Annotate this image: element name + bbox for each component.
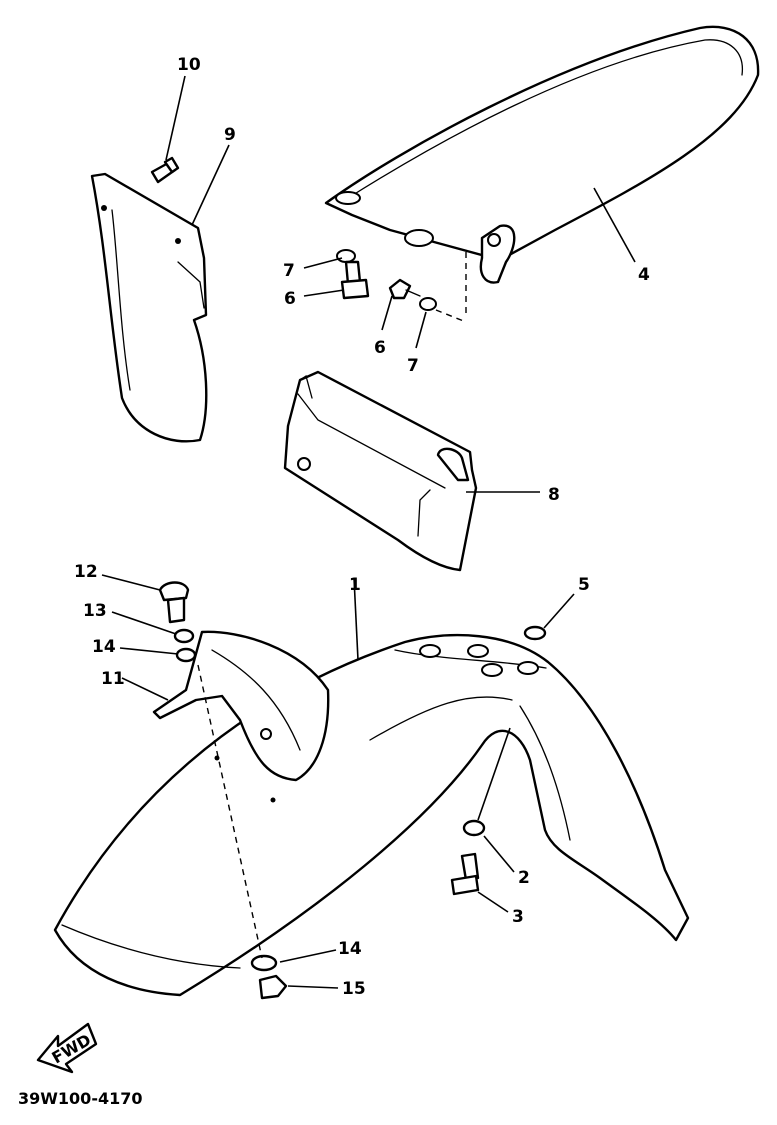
grommet-bolt bbox=[450, 819, 486, 896]
callout-12: 12 bbox=[74, 562, 98, 582]
front-fender bbox=[53, 633, 690, 997]
callout-10: 10 bbox=[177, 55, 201, 75]
mud-flap bbox=[283, 370, 478, 572]
callout-8: 8 bbox=[548, 485, 560, 505]
leader-lines bbox=[101, 75, 636, 989]
callout-4: 4 bbox=[638, 265, 650, 285]
callout-9: 9 bbox=[224, 125, 236, 145]
rear-fender bbox=[324, 25, 760, 284]
callout-6-right: 6 bbox=[374, 338, 386, 358]
callout-1: 1 bbox=[349, 575, 361, 595]
callout-14-upper: 14 bbox=[92, 637, 116, 657]
callout-7-right: 7 bbox=[407, 356, 419, 376]
callout-11: 11 bbox=[101, 669, 125, 689]
callout-5: 5 bbox=[578, 575, 590, 595]
bolt-stack-upper bbox=[158, 581, 197, 663]
callout-2: 2 bbox=[518, 868, 530, 888]
screw-10 bbox=[150, 156, 180, 184]
callout-labels: 10 9 7 6 4 6 7 8 12 13 14 11 1 5 2 3 14 … bbox=[74, 55, 650, 999]
callout-3: 3 bbox=[512, 907, 524, 927]
callout-6-left: 6 bbox=[284, 289, 296, 309]
front-bracket bbox=[152, 630, 330, 782]
lower-nut-stack bbox=[250, 954, 288, 1000]
drawing-code: 39W100-4170 bbox=[18, 1089, 142, 1108]
washer-5 bbox=[523, 625, 547, 641]
callout-13: 13 bbox=[83, 601, 107, 621]
rear-hardware bbox=[336, 249, 437, 311]
side-guard bbox=[90, 172, 208, 443]
forward-direction-badge: FWD bbox=[36, 1022, 98, 1074]
callout-14-lower: 14 bbox=[338, 939, 362, 959]
callout-15: 15 bbox=[342, 979, 366, 999]
assembly-lines bbox=[197, 252, 467, 959]
callout-7-left: 7 bbox=[283, 261, 295, 281]
